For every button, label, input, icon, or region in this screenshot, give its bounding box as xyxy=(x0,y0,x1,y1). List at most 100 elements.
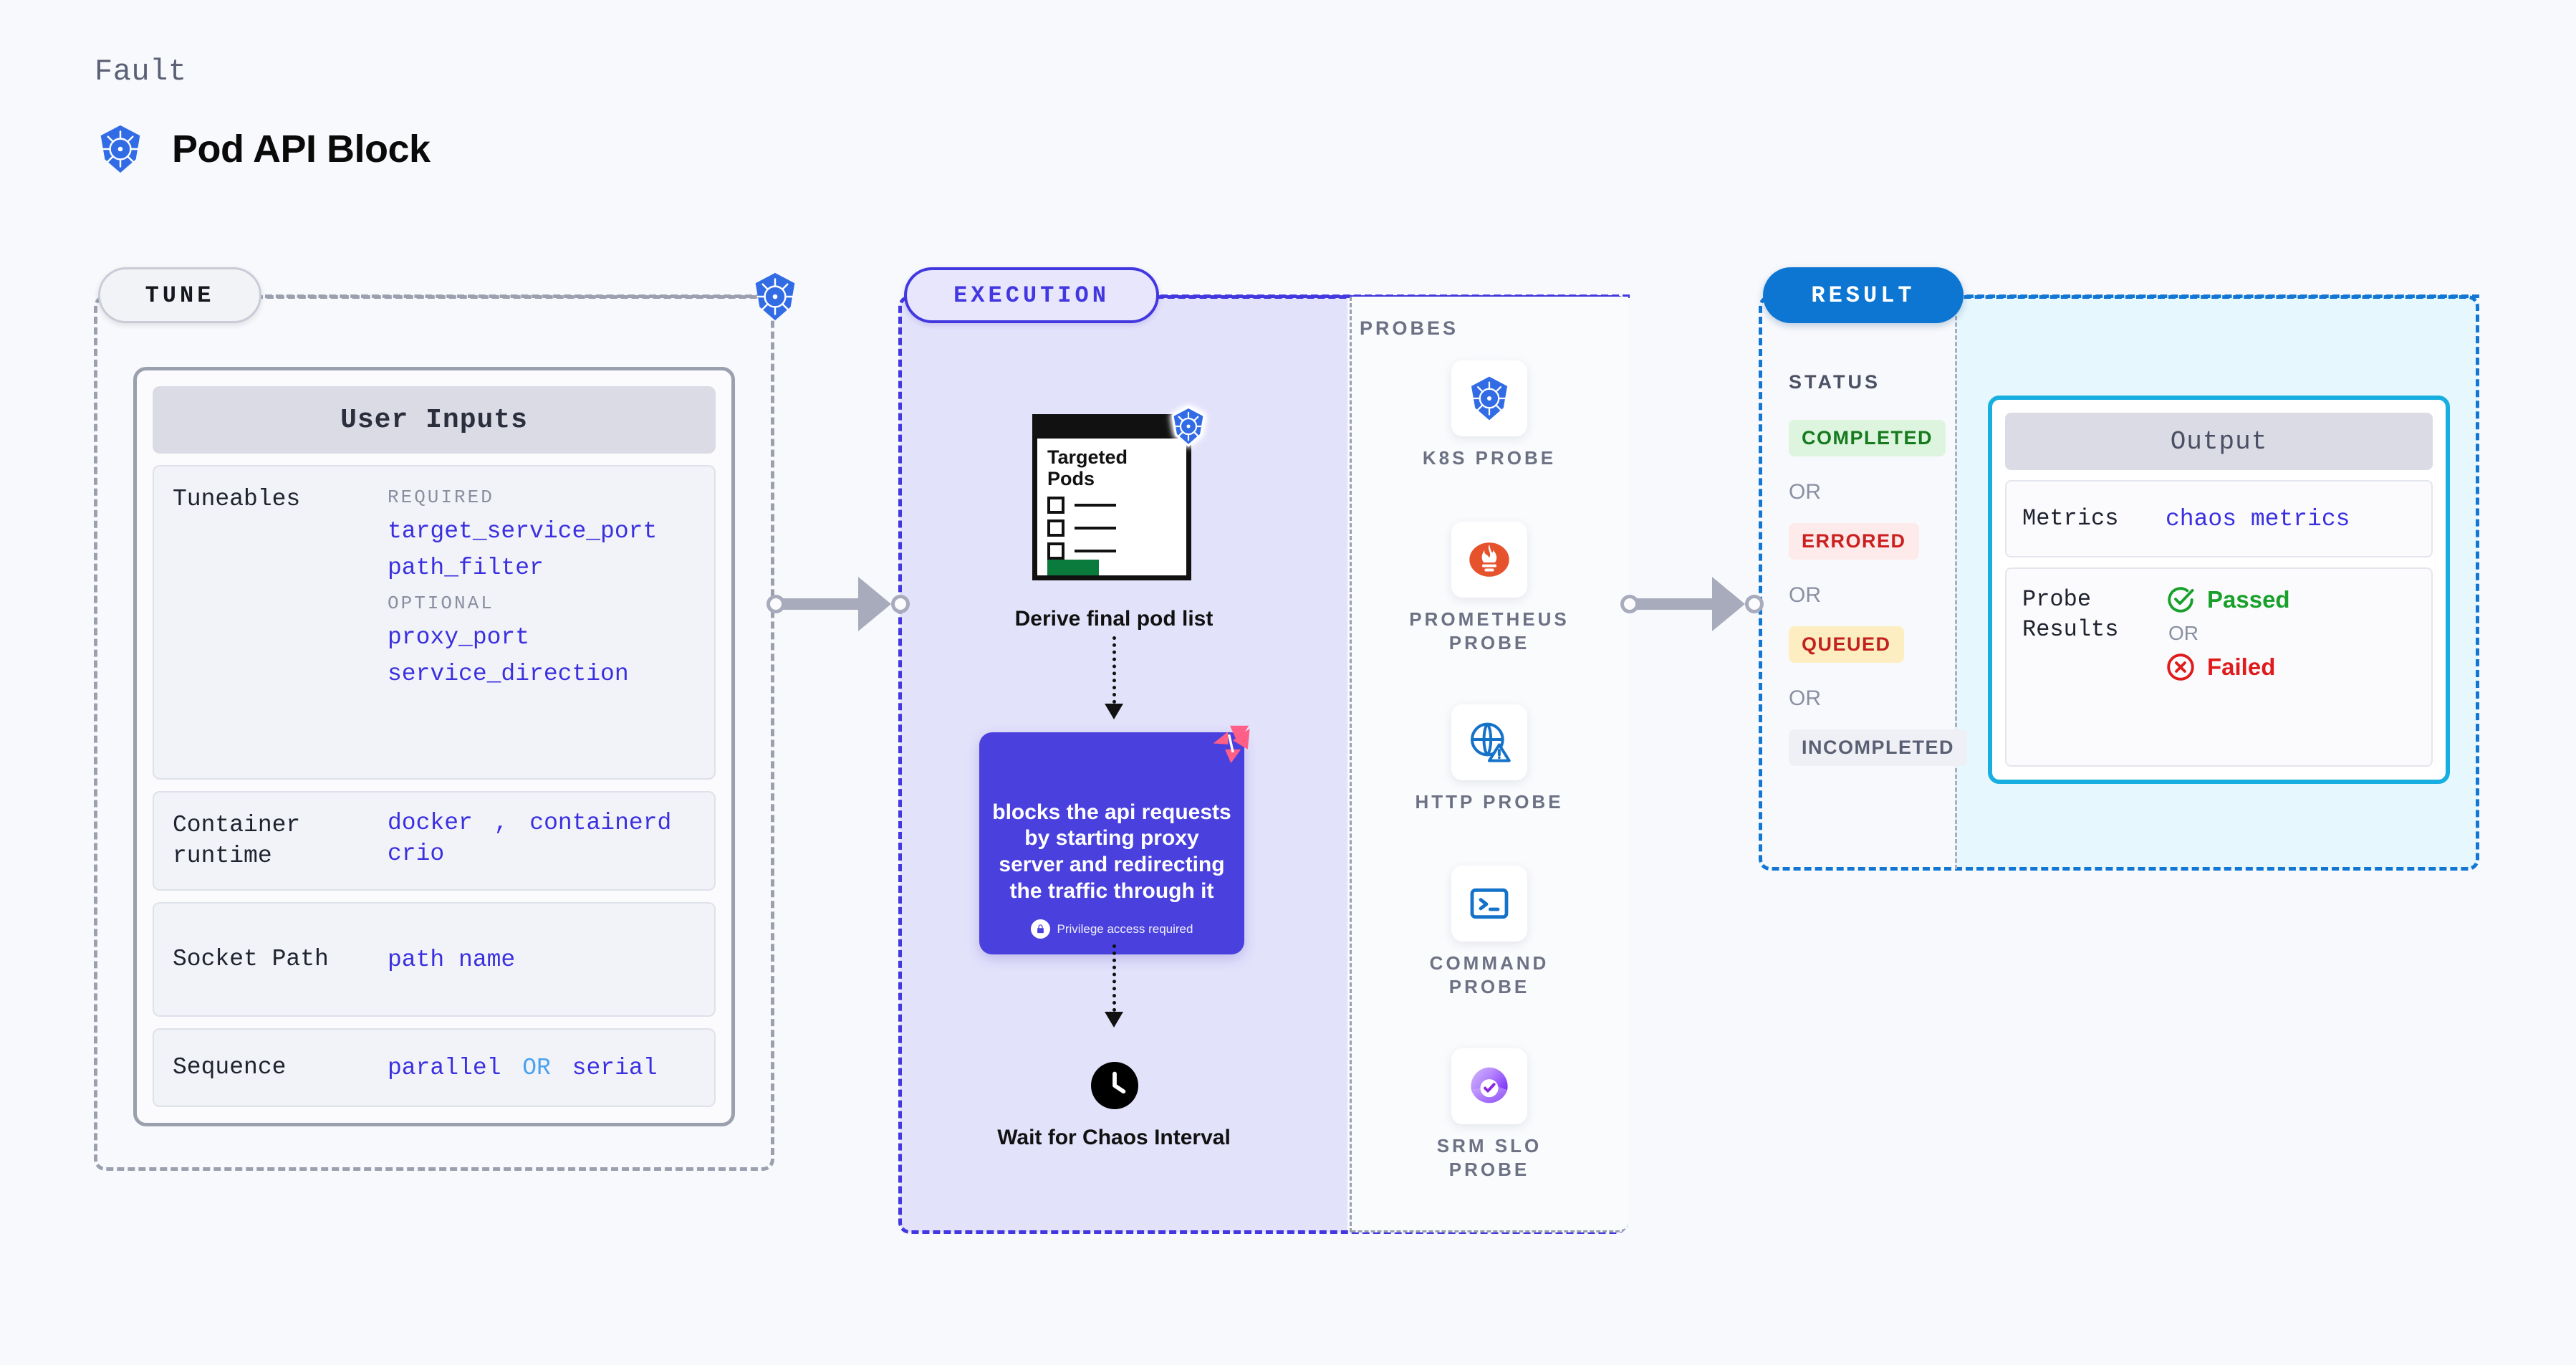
flow-arrow-down xyxy=(1104,636,1123,719)
value-path-name[interactable]: path name xyxy=(388,946,516,973)
value-separator: , xyxy=(494,809,509,836)
status-badge-errored: ERRORED xyxy=(1789,523,1919,560)
probe-results-label: Probe Results xyxy=(2022,586,2119,643)
result-inner-divider xyxy=(1955,297,1957,869)
failed-label: Failed xyxy=(2207,653,2276,680)
kubernetes-icon xyxy=(755,272,795,321)
tune-stage-pill[interactable]: TUNE xyxy=(98,267,261,323)
globe-warning-icon xyxy=(1471,722,1511,762)
probe-result-or-label: OR xyxy=(2168,622,2198,644)
value-parallel[interactable]: parallel xyxy=(388,1054,501,1081)
status-badge-completed: COMPLETED xyxy=(1789,420,1946,456)
connector-end-dot xyxy=(1745,595,1764,613)
targeted-pods-title: Targeted Pods xyxy=(1047,446,1128,490)
tuneable-target-service-port[interactable]: target_service_port xyxy=(388,518,658,545)
container-runtime-values-line1: docker , containerd xyxy=(388,810,678,836)
wait-for-chaos-interval-label: Wait for Chaos Interval xyxy=(997,1126,1231,1149)
metrics-row: Metrics chaos metrics xyxy=(2005,480,2433,557)
value-containerd[interactable]: containerd xyxy=(529,809,672,836)
connector-execution-to-result xyxy=(1620,577,1764,631)
execution-stage-pill[interactable]: EXECUTION xyxy=(904,267,1159,323)
tuneables-label: Tuneables xyxy=(173,486,301,512)
container-runtime-row: Container runtime docker , containerd cr… xyxy=(153,790,716,891)
check-circle-icon xyxy=(2168,587,2194,613)
targeted-pods-card: Targeted Pods xyxy=(1032,414,1191,580)
arrow-line xyxy=(1112,636,1116,704)
value-serial[interactable]: serial xyxy=(572,1054,658,1081)
page-title: Pod API Block xyxy=(172,128,431,171)
sequence-row: Sequence parallel OR serial xyxy=(153,1028,716,1107)
srm-slo-icon xyxy=(1471,1067,1508,1103)
result-top-dashed-line xyxy=(1966,294,2479,298)
probe-label: SRM SLO PROBE xyxy=(1436,1135,1542,1181)
privilege-note-text: Privilege access required xyxy=(1057,921,1193,936)
status-badge-queued: QUEUED xyxy=(1789,626,1904,663)
socket-path-label: Socket Path xyxy=(173,946,329,973)
probe-icon-tile xyxy=(1451,704,1527,780)
probe-icon-tile xyxy=(1451,866,1527,942)
value-docker[interactable]: docker xyxy=(388,809,473,836)
kubernetes-icon xyxy=(100,125,140,173)
pod-list-item xyxy=(1047,519,1116,537)
probe-item-http[interactable]: HTTP PROBE xyxy=(1396,704,1582,814)
fault-eyebrow-label: Fault xyxy=(95,54,187,89)
arrow-head xyxy=(1104,704,1123,719)
kubernetes-icon xyxy=(1471,376,1508,421)
checkbox-icon xyxy=(1047,519,1064,537)
connector-bar xyxy=(1636,598,1719,610)
probe-label: K8S PROBE xyxy=(1422,447,1557,469)
tuneable-path-filter[interactable]: path_filter xyxy=(388,555,544,581)
terminal-icon xyxy=(1470,888,1509,919)
probe-results-row: Probe Results Passed OR Failed xyxy=(2005,567,2433,767)
sequence-or-label: OR xyxy=(522,1054,551,1081)
optional-caption: OPTIONAL xyxy=(388,593,494,614)
probe-item-srm-slo[interactable]: SRM SLO PROBE xyxy=(1396,1048,1582,1182)
tuneable-proxy-port[interactable]: proxy_port xyxy=(388,624,530,651)
socket-path-row: Socket Path path name xyxy=(153,902,716,1017)
sequence-label: Sequence xyxy=(173,1054,287,1081)
connector-start-dot xyxy=(766,595,785,613)
status-title: STATUS xyxy=(1789,371,1880,393)
metrics-label: Metrics xyxy=(2022,505,2119,532)
status-or-label: OR xyxy=(1789,686,1821,710)
output-title: Output xyxy=(2005,413,2433,470)
derive-final-pod-list-label: Derive final pod list xyxy=(1014,607,1213,631)
container-runtime-label: Container runtime xyxy=(173,811,301,870)
chaos-action-card: blocks the api requests by starting prox… xyxy=(979,725,1250,954)
chaos-action-description: blocks the api requests by starting prox… xyxy=(992,800,1231,903)
checkbox-icon xyxy=(1047,542,1064,560)
execution-top-dashed-line xyxy=(1160,294,1630,298)
flow-arrow-down xyxy=(1104,944,1123,1028)
probe-label: PROMETHEUS PROBE xyxy=(1409,608,1570,654)
connector-start-dot xyxy=(1620,595,1639,613)
value-crio[interactable]: crio xyxy=(388,840,445,867)
line-placeholder xyxy=(1075,550,1116,552)
fault-title-row: Pod API Block xyxy=(95,123,431,175)
required-caption: REQUIRED xyxy=(388,487,494,508)
connector-bar xyxy=(782,598,865,610)
status-badge-incompleted: INCOMPLETED xyxy=(1789,729,1968,766)
probe-label: COMMAND PROBE xyxy=(1429,952,1549,998)
probe-icon-tile xyxy=(1451,360,1527,436)
probe-item-k8s[interactable]: K8S PROBE xyxy=(1396,360,1582,470)
arrow-line xyxy=(1112,944,1116,1012)
metrics-value[interactable]: chaos metrics xyxy=(2166,505,2350,532)
card-title-bar xyxy=(1032,414,1191,439)
arrow-head xyxy=(1104,1012,1123,1028)
tune-top-dashed-line xyxy=(265,294,774,298)
tuneable-service-direction[interactable]: service_direction xyxy=(388,661,629,687)
probe-item-prometheus[interactable]: PROMETHEUS PROBE xyxy=(1396,522,1582,656)
probes-title: PROBES xyxy=(1360,317,1459,339)
litmus-chaos-icon xyxy=(1213,725,1250,764)
result-stage-pill[interactable]: RESULT xyxy=(1763,267,1964,323)
pod-list-item xyxy=(1047,542,1116,560)
probe-icon-tile xyxy=(1451,1048,1527,1124)
status-or-label: OR xyxy=(1789,480,1821,504)
status-or-label: OR xyxy=(1789,583,1821,607)
probe-result-failed: Failed xyxy=(2166,652,2290,682)
probe-item-command[interactable]: COMMAND PROBE xyxy=(1396,866,1582,1000)
prometheus-icon xyxy=(1469,542,1509,577)
user-inputs-card: User Inputs Tuneables REQUIRED target_se… xyxy=(133,367,735,1126)
connector-end-dot xyxy=(891,595,910,613)
